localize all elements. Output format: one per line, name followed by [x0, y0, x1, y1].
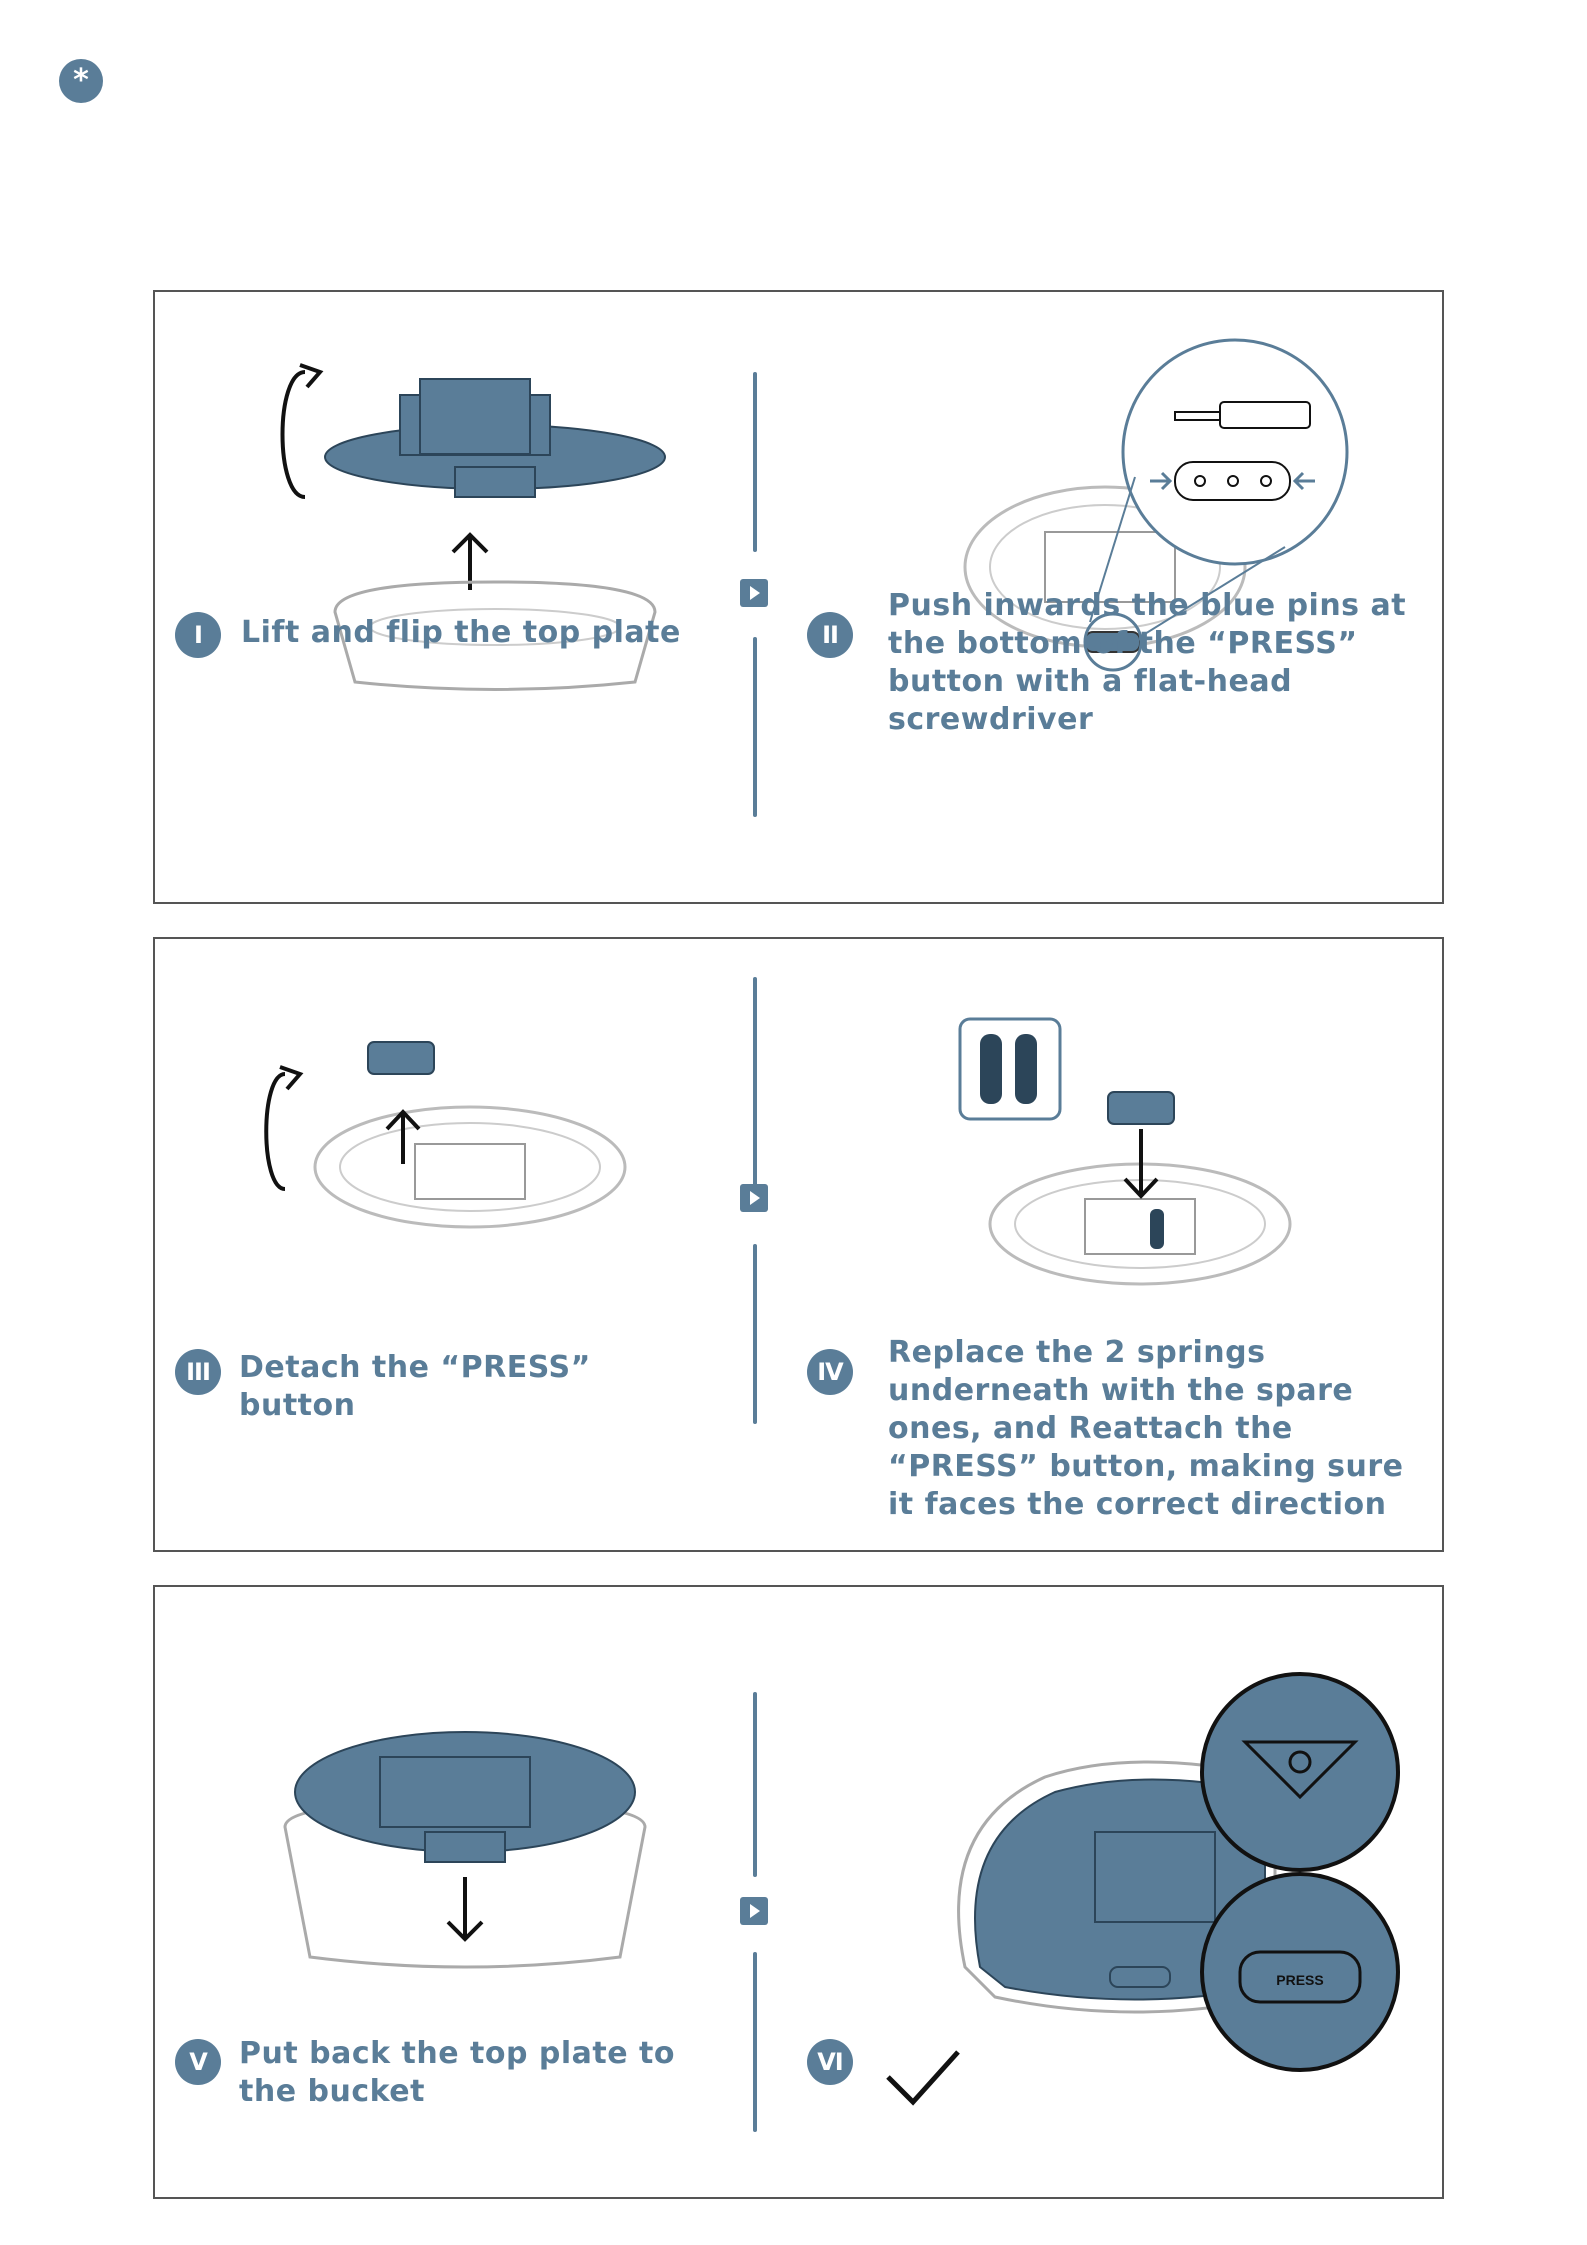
next-arrow-icon: [740, 579, 768, 607]
panel-divider: [753, 372, 757, 552]
lift-flip-illustration: [280, 363, 666, 691]
step-instruction: Put back the top plate to the bucket: [239, 2036, 675, 2109]
step-instruction: Detach the “PRESS” button: [239, 1350, 591, 1423]
step-number: V: [175, 2039, 221, 2085]
step-instruction: Push inwards the blue pins at the bottom…: [888, 588, 1407, 737]
asterisk-badge: *: [59, 59, 103, 103]
step-number: II: [807, 612, 853, 658]
step-number: III: [175, 1349, 221, 1395]
panel-divider: [753, 637, 757, 817]
step-instruction: Replace the 2 springs underneath with th…: [888, 1335, 1404, 1522]
panel-divider: [753, 1952, 757, 2132]
put-back-plate-illustration: [283, 1731, 647, 1969]
checkmark-icon: [886, 2050, 960, 2106]
step-number: IV: [807, 1349, 853, 1395]
step-number: VI: [807, 2039, 853, 2085]
screwdriver-pins-illustration: [963, 338, 1349, 672]
press-label: PRESS: [1276, 1972, 1323, 1988]
replace-springs-illustration: [958, 1017, 1292, 1286]
panel-steps-1-2: I Lift and flip the top plate II Push in…: [153, 290, 1444, 904]
panel-steps-3-4: III Detach the “PRESS” button IV Replace…: [153, 937, 1444, 1552]
panel-divider: [753, 1692, 757, 1877]
step-number: I: [175, 612, 221, 658]
panel-divider: [753, 1244, 757, 1424]
assembled-plate-illustration: PRESS: [957, 1672, 1400, 2072]
detach-button-illustration: [264, 1041, 627, 1229]
next-arrow-icon: [740, 1184, 768, 1212]
panel-divider: [753, 977, 757, 1192]
step-instruction: Lift and flip the top plate: [241, 615, 681, 650]
panel-steps-5-6: PRESS V Put back the top plate to the bu…: [153, 1585, 1444, 2199]
next-arrow-icon: [740, 1897, 768, 1925]
